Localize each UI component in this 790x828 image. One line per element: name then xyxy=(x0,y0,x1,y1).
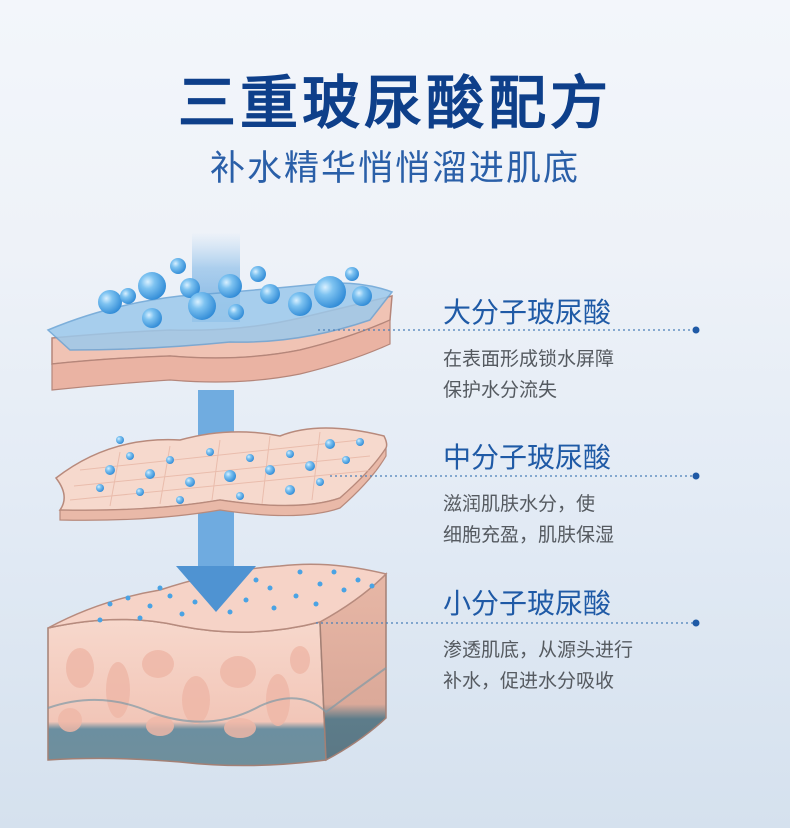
layer-desc: 在表面形成锁水屏障 保护水分流失 xyxy=(443,344,614,406)
layer-desc-line: 细胞充盈，肌肤保湿 xyxy=(443,524,615,546)
page-subtitle: 补水精华悄悄溜进肌底 xyxy=(209,149,580,189)
layer-title: 小分子玻尿酸 xyxy=(443,587,612,620)
leader-dot-small xyxy=(692,619,700,627)
layer-desc-line: 滋润肌肤水分，使 xyxy=(443,493,596,515)
layer-desc-line: 在表面形成锁水屏障 xyxy=(443,348,615,370)
layer-desc: 渗透肌底，从源头进行 补水，促进水分吸收 xyxy=(443,635,633,697)
middle-skin-layer xyxy=(54,427,388,521)
layer-title: 大分子玻尿酸 xyxy=(443,296,612,329)
skin-block-layer xyxy=(47,563,388,767)
layer-desc-line: 渗透肌底，从源头进行 xyxy=(443,639,634,661)
layer-desc-line: 补水，促进水分吸收 xyxy=(443,670,615,692)
layer-label-small: 小分子玻尿酸 渗透肌底，从源头进行 补水，促进水分吸收 xyxy=(443,587,633,697)
layer-label-large: 大分子玻尿酸 在表面形成锁水屏障 保护水分流失 xyxy=(443,296,614,406)
leader-dot-medium xyxy=(692,472,700,480)
leader-dot-large xyxy=(692,326,700,334)
layer-desc: 滋润肌肤水分，使 细胞充盈，肌肤保湿 xyxy=(443,489,614,551)
surface-skin-layer xyxy=(46,258,394,391)
page-title: 三重玻尿酸配方 xyxy=(177,69,612,137)
layer-title: 中分子玻尿酸 xyxy=(443,441,612,474)
layer-label-medium: 中分子玻尿酸 滋润肌肤水分，使 细胞充盈，肌肤保湿 xyxy=(443,441,614,551)
layer-desc-line: 保护水分流失 xyxy=(443,379,558,401)
